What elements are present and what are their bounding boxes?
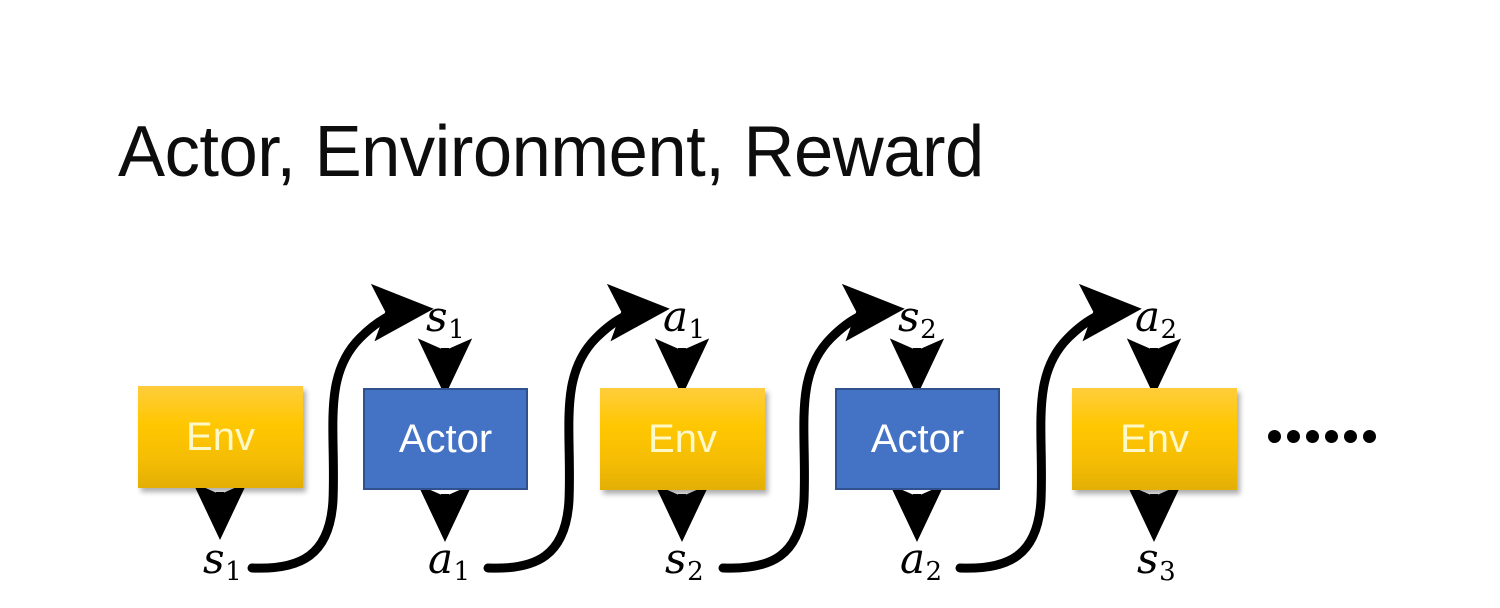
ellipsis-dot <box>1325 430 1338 443</box>
node-label: Actor <box>398 417 493 461</box>
symbol: a <box>663 292 689 341</box>
subscript: 1 <box>448 315 465 346</box>
label-bottom-s2: s2 <box>665 538 704 588</box>
label-bottom-a1: a1 <box>428 538 471 588</box>
node-label: Env <box>648 417 717 461</box>
node-env-3[interactable]: Env <box>1072 388 1237 490</box>
label-top-a1: a1 <box>663 296 706 346</box>
ellipsis-dot <box>1344 430 1357 443</box>
label-top-s1: s1 <box>426 296 465 346</box>
symbol: s <box>203 534 225 583</box>
node-env-1[interactable]: Env <box>138 386 303 488</box>
symbol: s <box>1137 534 1159 583</box>
down-arrows-into-nodes <box>417 338 1182 397</box>
symbol: s <box>426 292 448 341</box>
symbol: a <box>428 534 454 583</box>
subscript: 2 <box>925 557 943 588</box>
label-bottom-a2: a2 <box>900 538 943 588</box>
subscript: 2 <box>687 557 704 588</box>
symbol: s <box>898 292 920 341</box>
ellipsis-dots <box>1268 430 1376 443</box>
ellipsis-dot <box>1363 430 1376 443</box>
node-label: Env <box>1120 417 1189 461</box>
symbol: a <box>900 534 926 583</box>
subscript: 1 <box>688 315 706 346</box>
node-env-2[interactable]: Env <box>600 388 765 490</box>
node-label: Actor <box>870 417 965 461</box>
symbol: s <box>665 534 687 583</box>
subscript: 3 <box>1159 557 1176 588</box>
subscript: 2 <box>920 315 937 346</box>
subscript: 2 <box>1160 315 1178 346</box>
node-actor-2[interactable]: Actor <box>835 388 1000 490</box>
label-bottom-s1: s1 <box>203 538 242 588</box>
ellipsis-dot <box>1268 430 1281 443</box>
subscript: 1 <box>453 557 471 588</box>
symbol: a <box>1135 292 1161 341</box>
ellipsis-dot <box>1306 430 1319 443</box>
subscript: 1 <box>225 557 242 588</box>
label-bottom-s3: s3 <box>1137 538 1176 588</box>
node-label: Env <box>186 415 255 459</box>
page-title: Actor, Environment, Reward <box>118 112 984 192</box>
node-actor-1[interactable]: Actor <box>363 388 528 490</box>
label-top-s2: s2 <box>898 296 937 346</box>
label-top-a2: a2 <box>1135 296 1178 346</box>
ellipsis-dot <box>1287 430 1300 443</box>
down-arrows-out-of-nodes <box>192 482 1182 543</box>
